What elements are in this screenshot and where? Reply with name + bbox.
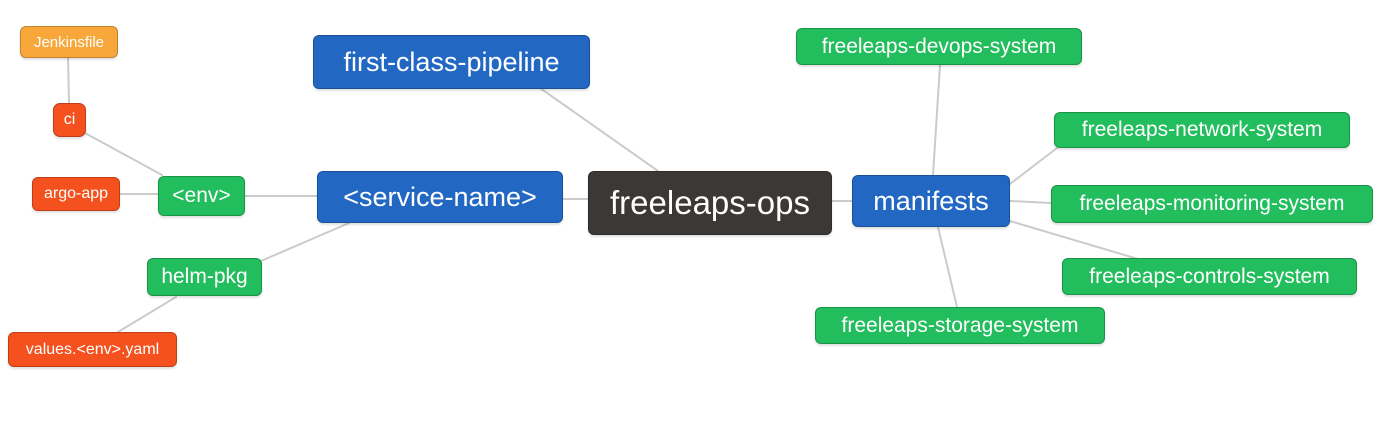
connector-first-class-pipeline-freeleaps-ops	[539, 87, 659, 172]
connector-manifests-network-system	[1009, 147, 1058, 185]
node-jenkinsfile[interactable]: Jenkinsfile	[20, 26, 118, 58]
node-helm-pkg[interactable]: helm-pkg	[147, 258, 262, 296]
node-values-env-yaml[interactable]: values.<env>.yaml	[8, 332, 177, 367]
connector-ci-env	[84, 132, 163, 176]
connector-manifests-monitoring-system	[1009, 200, 1052, 204]
node-first-class-pipeline[interactable]: first-class-pipeline	[313, 35, 590, 89]
node-freeleaps-ops-root[interactable]: freeleaps-ops	[588, 171, 832, 235]
connector-helm-pkg-service-name	[260, 222, 350, 262]
connector-manifests-storage-system	[937, 226, 958, 308]
node-freeleaps-network-system[interactable]: freeleaps-network-system	[1054, 112, 1350, 148]
node-env[interactable]: <env>	[158, 176, 245, 216]
connector-values-env-yaml-helm-pkg	[117, 296, 177, 333]
connector-manifests-controls-system	[1009, 220, 1139, 260]
node-ci[interactable]: ci	[53, 103, 86, 137]
node-manifests[interactable]: manifests	[852, 175, 1010, 227]
node-service-name[interactable]: <service-name>	[317, 171, 563, 223]
node-freeleaps-storage-system[interactable]: freeleaps-storage-system	[815, 307, 1105, 344]
connector-manifests-devops-system	[932, 64, 941, 176]
node-argo-app[interactable]: argo-app	[32, 177, 120, 211]
node-freeleaps-controls-system[interactable]: freeleaps-controls-system	[1062, 258, 1357, 295]
node-freeleaps-monitoring-system[interactable]: freeleaps-monitoring-system	[1051, 185, 1373, 223]
node-freeleaps-devops-system[interactable]: freeleaps-devops-system	[796, 28, 1082, 65]
connector-jenkinsfile-ci	[67, 56, 70, 104]
